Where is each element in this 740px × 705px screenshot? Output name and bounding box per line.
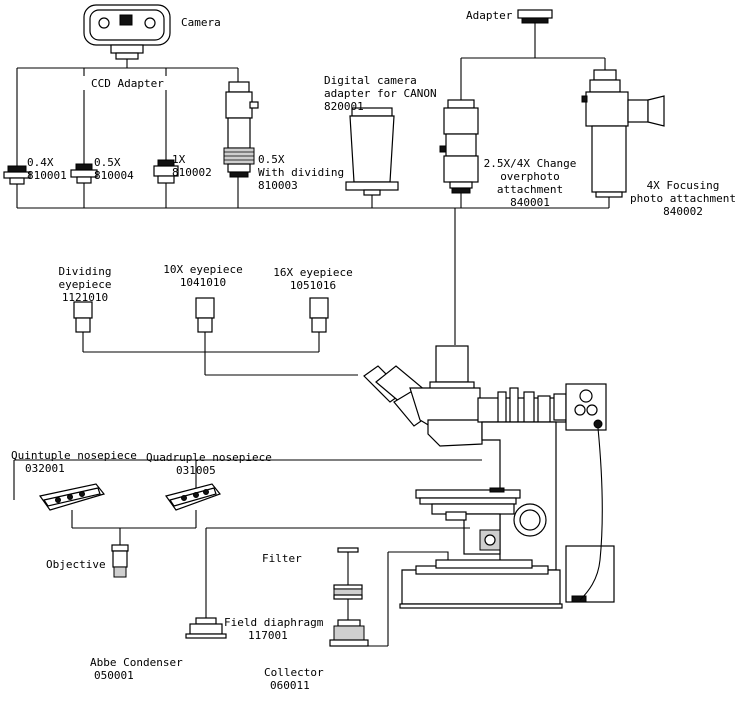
objective-label: Objective (46, 558, 106, 571)
eyepiece-10x-part (195, 297, 215, 333)
change-overphoto-part (439, 99, 479, 194)
microscope-body (363, 345, 615, 609)
ccd-adapter-label: CCD Adapter (91, 77, 164, 90)
diagram-drawing (3, 4, 665, 647)
abbe-condenser-part (185, 617, 227, 639)
camera-label: Camera (181, 16, 221, 29)
field-diaphragm-part (333, 584, 363, 600)
adapter-05x-dividing-part (223, 81, 259, 178)
collector-part (329, 619, 369, 647)
canon-adapter-part (345, 107, 399, 196)
focusing-photo-part (581, 69, 665, 198)
adapter-04x-part (3, 165, 31, 185)
top-adapter-part (517, 9, 553, 24)
quadruple-nosepiece-part (165, 483, 221, 511)
adapter-top-label: Adapter (466, 9, 513, 22)
filter-label: Filter (262, 552, 302, 565)
adapter-1x-part (153, 159, 179, 184)
filter-part (337, 547, 359, 553)
camera-part (83, 4, 171, 60)
quintuple-nosepiece-part (38, 483, 106, 511)
objective-part (111, 544, 129, 578)
